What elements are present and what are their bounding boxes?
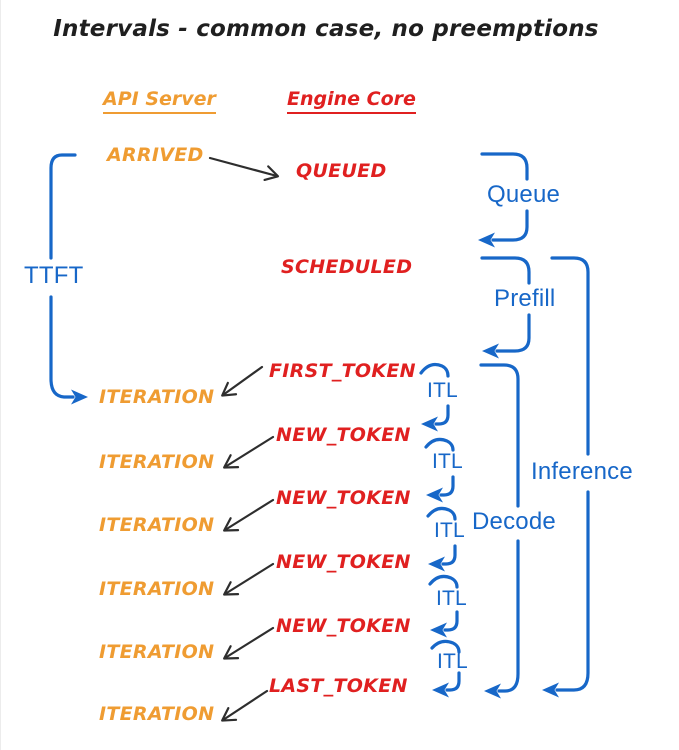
itl-1-arrow (421, 404, 450, 432)
diagram-title: Intervals - common case, no preemptions (53, 16, 599, 42)
arrow-last-token-to-iteration (221, 689, 269, 722)
event-iteration-6: ITERATION (99, 703, 215, 725)
column-header-api-server: API Server (103, 88, 216, 114)
event-queued: QUEUED (296, 160, 387, 182)
interval-label-itl-3: ITL (434, 519, 465, 542)
interval-label-ttft: TTFT (24, 262, 84, 289)
inference-bracket-arrow (542, 490, 590, 698)
event-new-token-3: NEW_TOKEN (276, 551, 411, 573)
queue-bracket-top (480, 152, 529, 181)
interval-label-itl-2: ITL (432, 450, 463, 473)
event-iteration-4: ITERATION (99, 578, 215, 600)
event-arrived: ARRIVED (107, 144, 204, 166)
prefill-bracket-top (480, 256, 531, 285)
interval-label-prefill: Prefill (494, 285, 556, 312)
itl-5-arrow (432, 671, 461, 698)
itl-4-hook (428, 574, 459, 589)
event-new-token-2: NEW_TOKEN (276, 487, 411, 509)
queue-bracket-arrow (478, 209, 529, 248)
itl-2-arrow (426, 475, 455, 503)
inference-bracket-top (550, 256, 590, 456)
ttft-bracket-top (49, 153, 77, 260)
itl-3-hook (426, 506, 457, 521)
arrow-first-token-to-iteration (221, 365, 264, 397)
decode-bracket-arrow (484, 539, 520, 699)
decode-bracket-top (479, 363, 520, 508)
interval-label-decode: Decode (472, 508, 556, 535)
interval-label-inference: Inference (531, 458, 633, 485)
arrow-new-token-4-to-iteration (223, 626, 275, 660)
event-new-token-4: NEW_TOKEN (276, 615, 411, 637)
arrow-arrived-to-queued (208, 156, 280, 182)
itl-1-hook (419, 362, 450, 378)
event-last-token: LAST_TOKEN (269, 675, 408, 697)
interval-label-queue: Queue (487, 181, 561, 208)
event-iteration-3: ITERATION (99, 514, 215, 536)
interval-label-itl-5: ITL (437, 650, 468, 673)
arrow-new-token-2-to-iteration (223, 498, 275, 532)
itl-2-hook (424, 437, 455, 452)
interval-label-itl-4: ITL (436, 587, 467, 610)
event-new-token-1: NEW_TOKEN (276, 424, 411, 446)
event-iteration-2: ITERATION (99, 451, 215, 473)
event-iteration-1: ITERATION (99, 386, 215, 408)
arrow-new-token-3-to-iteration (223, 562, 275, 596)
arrow-new-token-1-to-iteration (223, 435, 275, 469)
event-iteration-5: ITERATION (99, 641, 215, 663)
column-header-engine-core: Engine Core (287, 88, 416, 114)
ttft-bracket-arrow (49, 295, 88, 405)
interval-label-itl-1: ITL (427, 379, 458, 402)
itl-3-arrow (428, 544, 457, 572)
event-scheduled: SCHEDULED (281, 256, 413, 278)
prefill-bracket-arrow (482, 313, 531, 359)
itl-4-arrow (430, 610, 459, 638)
event-first-token: FIRST_TOKEN (269, 360, 416, 382)
